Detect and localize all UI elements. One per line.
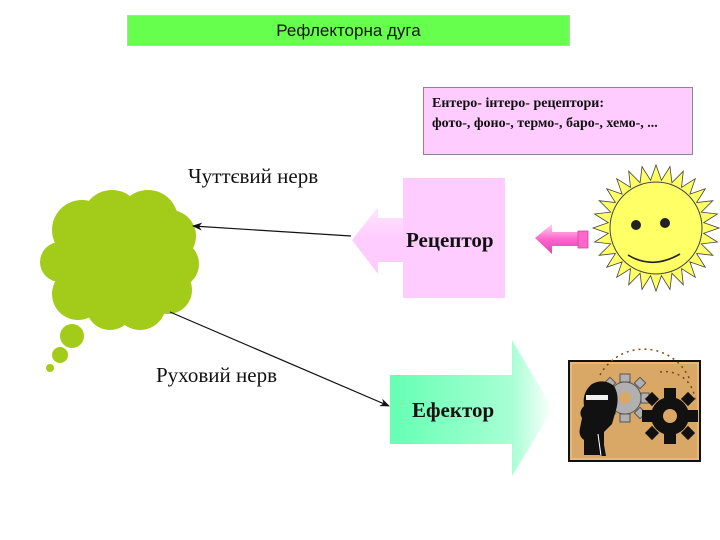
title-text: Рефлекторна дуга [276, 20, 421, 40]
receptor-label: Рецептор [406, 228, 494, 252]
sensory-nerve-label: Чуттєвий нерв [188, 164, 319, 188]
title-bar: Рефлекторна дуга [127, 15, 570, 46]
person-gears-icon [568, 348, 701, 462]
motor-nerve-line [169, 311, 390, 407]
receptor-types-line-1: Ентеро- інтеро- рецептори: [432, 96, 604, 111]
effector-label: Ефектор [412, 398, 495, 422]
stimulus-arrow [535, 224, 587, 254]
sensory-nerve-line [192, 222, 352, 237]
thought-cloud-icon [40, 190, 199, 372]
sun-icon [591, 163, 720, 293]
receptor-types-box: Ентеро- інтеро- рецептори: фото-, фоно-,… [423, 87, 693, 155]
receptor-types-line-2: фото-, фоно-, термо-, баро-, хемо-, ... [432, 116, 658, 131]
motor-nerve-label: Руховий нерв [156, 363, 277, 387]
effector-arrow-shape [390, 340, 553, 476]
